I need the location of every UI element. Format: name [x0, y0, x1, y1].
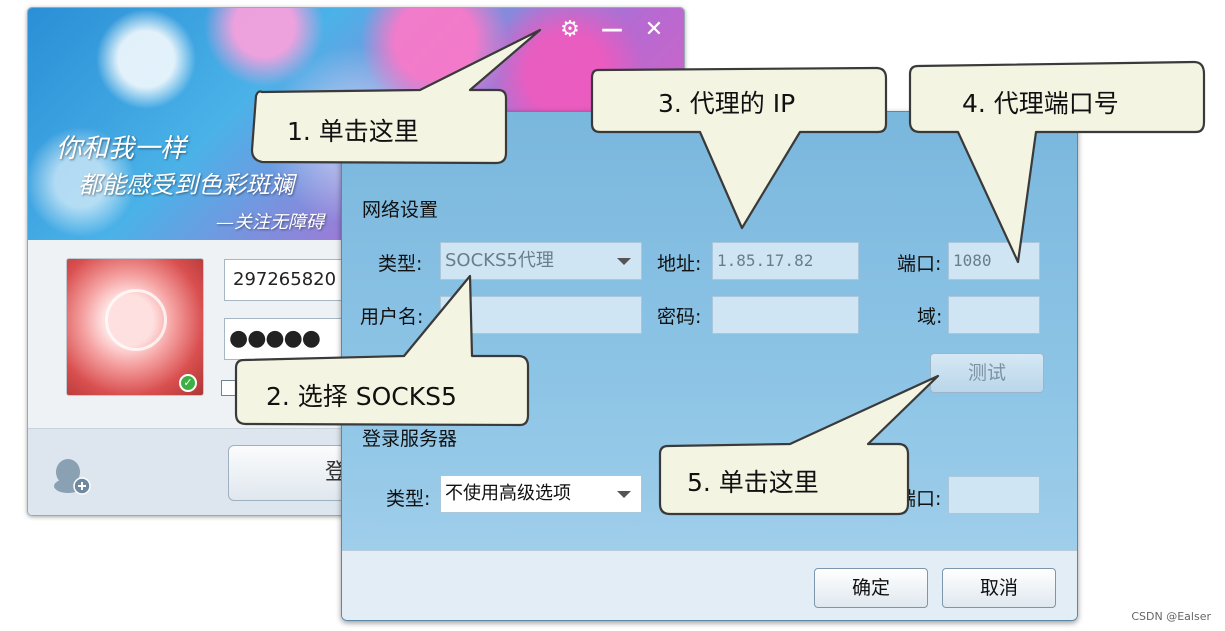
slogan-line-3: —关注无障碍 [216, 212, 324, 233]
proxy-section-title: 网络设置 [362, 199, 439, 221]
dropdown-arrow-icon [617, 491, 631, 498]
domain-label: 域: [917, 306, 943, 328]
username-input[interactable] [440, 296, 642, 334]
cancel-button[interactable]: 取消 [942, 568, 1056, 608]
address-input[interactable]: 1.85.17.82 [712, 242, 859, 280]
banner-slogan: 你和我一样 都能感受到色彩斑斓 —关注无障碍 [56, 128, 356, 234]
password-label: 密码: [657, 306, 702, 328]
callout-4-text: 4. 代理端口号 [962, 89, 1119, 118]
ok-button[interactable]: 确定 [814, 568, 928, 608]
domain-input[interactable] [948, 296, 1040, 334]
test-button[interactable]: 测试 [930, 353, 1044, 393]
server-type-label: 类型: [386, 488, 431, 510]
port-label: 端口: [897, 253, 942, 275]
slogan-line-1: 你和我一样 [56, 134, 187, 164]
proxy-type-label: 类型: [378, 253, 423, 275]
dropdown-arrow-icon [617, 258, 631, 265]
password-input[interactable]: ●●●●● [224, 318, 354, 360]
server-port-label: 端口: [897, 488, 942, 510]
close-icon[interactable]: ✕ [644, 16, 664, 42]
port-input[interactable]: 1080 [948, 242, 1040, 280]
password-input[interactable] [712, 296, 859, 334]
multi-account-icon[interactable] [50, 456, 92, 496]
minimize-icon[interactable]: — [601, 16, 623, 42]
address-label: 地址: [657, 253, 702, 275]
server-port-input[interactable] [948, 476, 1040, 514]
callout-3-text: 3. 代理的 IP [658, 89, 796, 118]
avatar[interactable] [66, 258, 204, 396]
watermark: CSDN @Ealser [1131, 610, 1211, 623]
account-input[interactable]: 297265820 [224, 259, 354, 301]
server-section-title: 登录服务器 [362, 428, 458, 450]
remember-password-checkbox[interactable] [221, 380, 237, 396]
callout-5-text: 5. 单击这里 [687, 468, 819, 497]
proxy-type-select[interactable]: SOCKS5代理 [440, 242, 642, 280]
server-type-value: 不使用高级选项 [445, 483, 571, 504]
username-label: 用户名: [360, 306, 424, 328]
callout-1-text: 1. 单击这里 [287, 117, 419, 146]
online-check-icon: ✓ [179, 374, 197, 392]
proxy-type-value: SOCKS5代理 [445, 250, 554, 271]
server-type-select[interactable]: 不使用高级选项 [440, 475, 642, 513]
network-settings-dialog: 网络设置 类型: SOCKS5代理 地址: 1.85.17.82 端口: 108… [341, 111, 1078, 621]
callout-2-text: 2. 选择 SOCKS5 [266, 382, 457, 411]
titlebar-controls: ⚙ — ✕ [550, 14, 674, 44]
slogan-line-2: 都能感受到色彩斑斓 [78, 171, 294, 199]
gear-icon[interactable]: ⚙ [560, 16, 580, 42]
